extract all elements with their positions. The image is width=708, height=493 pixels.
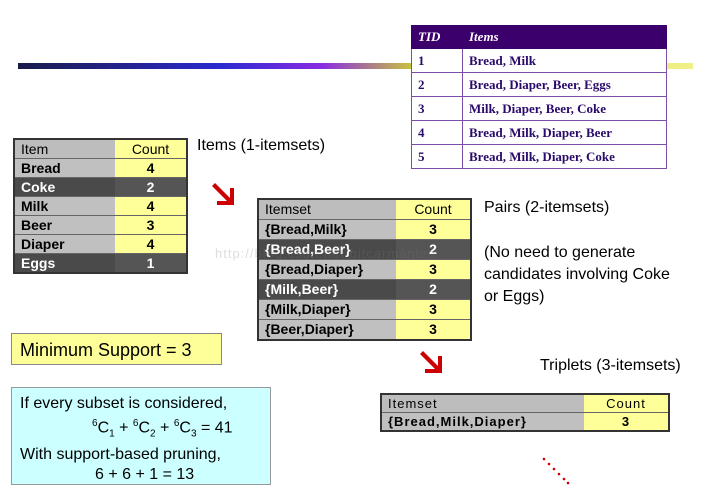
itemset-row: {Bread,Diaper}3 [258, 259, 471, 280]
itemset-cell: {Bread,Beer} [258, 239, 396, 260]
itemset-row: {Beer,Diaper}3 [258, 319, 471, 340]
items-label: Items (1-itemsets) [197, 137, 326, 154]
itemset-cell: Beer [14, 215, 115, 235]
down-right-arrow-icon [212, 183, 234, 205]
count-cell: 3 [396, 259, 471, 280]
count-cell: 4 [115, 196, 187, 216]
itemset-row: {Milk,Diaper}3 [258, 299, 471, 320]
pruning-note: (No need to generate candidates involvin… [484, 242, 670, 308]
tid-cell: 5 [411, 144, 463, 169]
three-itemset-table: Itemset Count {Bread,Milk,Diaper}3 [380, 393, 670, 432]
count-column-header: Count [115, 138, 187, 159]
note-line: candidates involving Coke [484, 266, 670, 283]
count-cell: 3 [396, 219, 471, 240]
count-column-header: Count [584, 393, 669, 413]
count-cell: 4 [115, 234, 187, 254]
continuation-dots-icon [542, 457, 570, 485]
count-column-header: Count [396, 198, 471, 220]
pruned-count: 6 + 6 + 1 = 13 [95, 465, 195, 483]
count-cell: 3 [396, 319, 471, 340]
items-cell: Bread, Milk [462, 48, 667, 73]
itemset-cell: Coke [14, 177, 115, 197]
itemset-row: {Bread,Beer}2 [258, 239, 471, 260]
subset-line: If every subset is considered, [20, 395, 228, 412]
note-line: (No need to generate [484, 244, 636, 261]
tid-header: TID [411, 25, 463, 49]
tid-cell: 2 [411, 72, 463, 97]
items-cell: Bread, Diaper, Beer, Eggs [462, 72, 667, 97]
items-cell: Milk, Diaper, Beer, Coke [462, 96, 667, 121]
note-line: or Eggs) [484, 288, 545, 305]
itemset-cell: Eggs [14, 253, 115, 273]
triplets-label: Triplets (3-itemsets) [540, 357, 681, 374]
count-cell: 3 [396, 299, 471, 320]
itemset-cell: {Beer,Diaper} [258, 319, 396, 340]
tid-cell: 1 [411, 48, 463, 73]
itemset-row: {Bread,Milk,Diaper}3 [381, 412, 669, 431]
itemset-cell: {Milk,Diaper} [258, 299, 396, 320]
itemset-row: {Milk,Beer}2 [258, 279, 471, 300]
count-cell: 2 [396, 279, 471, 300]
item-column-header: Item [14, 138, 115, 159]
watermark: http://blog.csdn.net/bitcarmanlee [215, 246, 436, 261]
count-cell: 3 [584, 412, 669, 431]
count-cell: 2 [115, 177, 187, 197]
tid-cell: 4 [411, 120, 463, 145]
count-cell: 2 [396, 239, 471, 260]
itemset-column-header: Itemset [258, 198, 396, 220]
minimum-support-box: Minimum Support = 3 [11, 333, 222, 365]
tid-cell: 3 [411, 96, 463, 121]
two-itemset-table: Itemset Count {Bread,Milk}3{Bread,Beer}2… [257, 198, 472, 341]
itemset-row: {Bread,Milk}3 [258, 219, 471, 240]
gradient-divider [18, 63, 693, 69]
combination-formula: 6C1 + 6C2 + 6C3 = 41 [92, 418, 233, 440]
itemset-cell: {Bread,Milk,Diaper} [381, 412, 584, 431]
down-right-arrow-icon [420, 351, 442, 373]
subset-line: With support-based pruning, [20, 445, 221, 463]
pairs-label: Pairs (2-itemsets) [484, 199, 610, 216]
items-cell: Bread, Milk, Diaper, Beer [462, 120, 667, 145]
itemset-cell: {Bread,Diaper} [258, 259, 396, 280]
items-header: Items [462, 25, 667, 49]
itemset-cell: Bread [14, 158, 115, 178]
itemset-cell: Diaper [14, 234, 115, 254]
count-cell: 3 [115, 215, 187, 235]
items-cell: Bread, Milk, Diaper, Coke [462, 144, 667, 169]
subset-count-box: If every subset is considered, 6C1 + 6C2… [11, 387, 271, 485]
itemset-cell: {Milk,Beer} [258, 279, 396, 300]
count-cell: 4 [115, 158, 187, 178]
itemset-cell: Milk [14, 196, 115, 216]
itemset-cell: {Bread,Milk} [258, 219, 396, 240]
itemset-column-header: Itemset [381, 393, 584, 413]
count-cell: 1 [115, 253, 187, 273]
